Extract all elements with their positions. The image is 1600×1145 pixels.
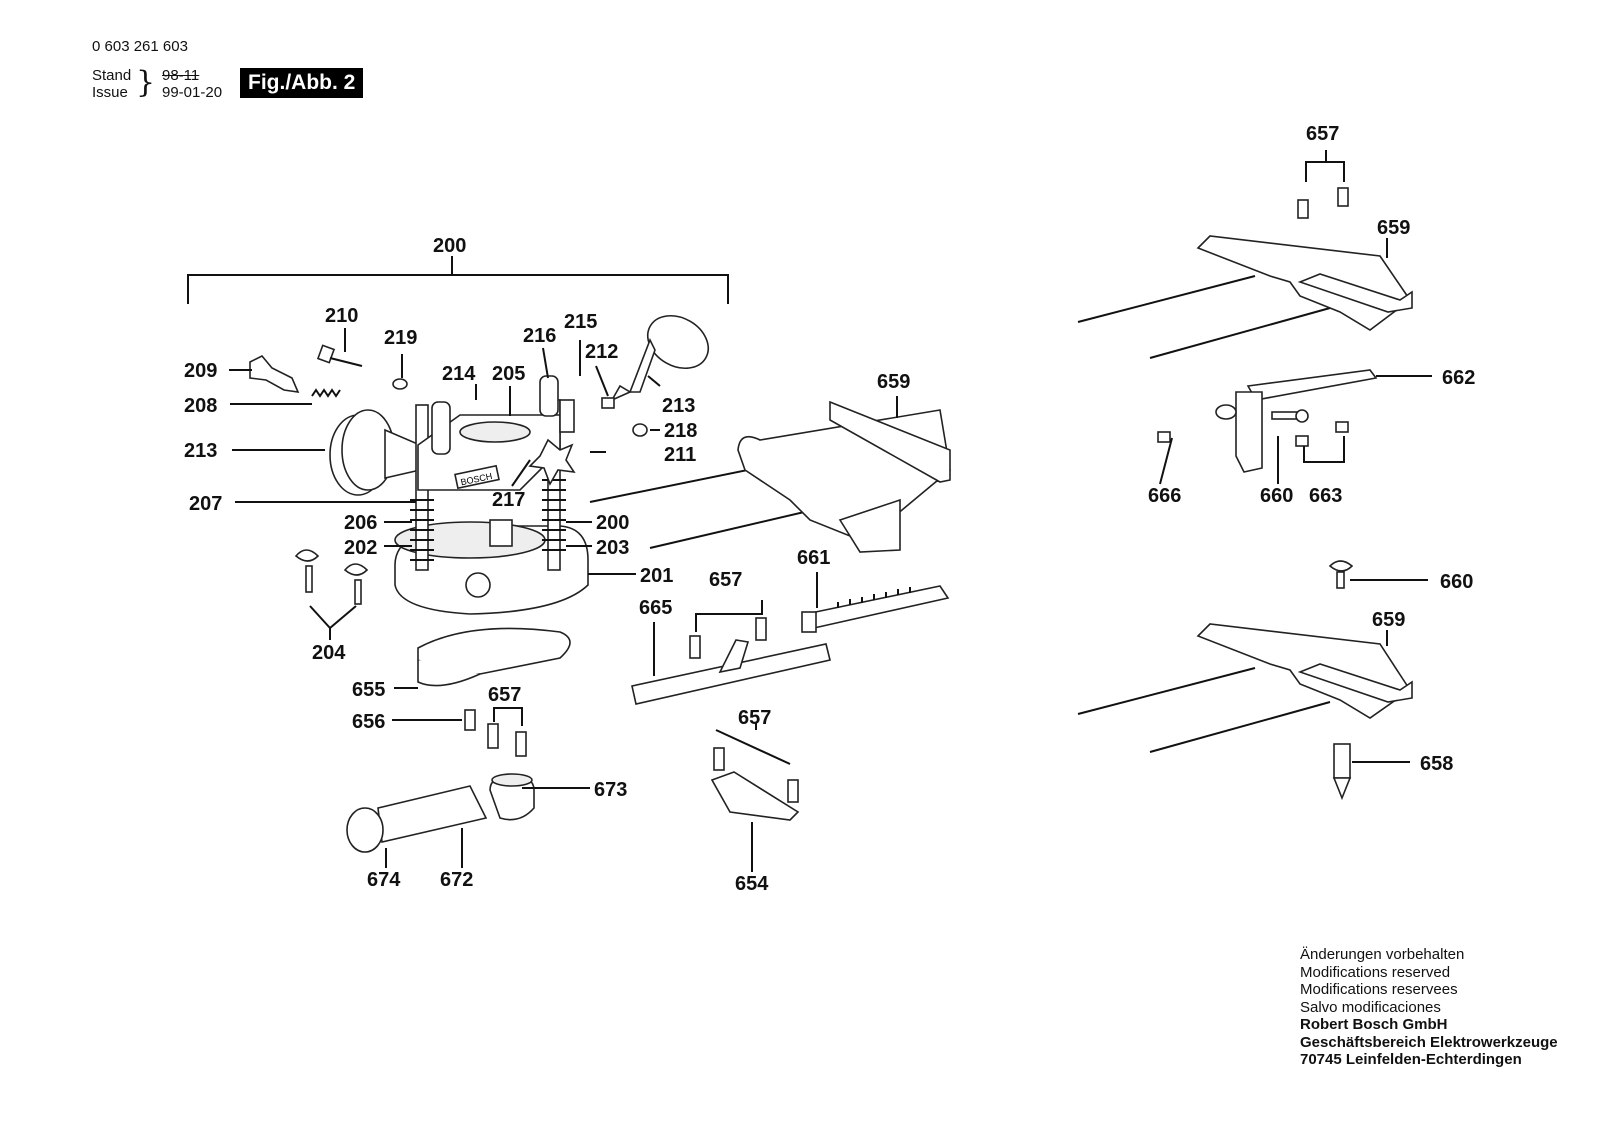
label-674: 674 bbox=[367, 869, 401, 891]
knob-213-left bbox=[329, 409, 421, 496]
bolt-660-top bbox=[1271, 409, 1309, 423]
washer-219 bbox=[392, 378, 408, 390]
centering-plate-654 bbox=[710, 747, 800, 821]
screw-656 bbox=[464, 709, 476, 731]
clamp-bracket-662 bbox=[1215, 369, 1378, 473]
label-219: 219 bbox=[384, 327, 417, 349]
nut-666 bbox=[1157, 431, 1171, 443]
stand-date: 98-11 bbox=[162, 67, 200, 84]
footer-line-de: Änderungen vorbehalten bbox=[1300, 946, 1465, 963]
footer-line-en: Modifications reserved bbox=[1300, 963, 1451, 981]
label-209: 209 bbox=[184, 360, 217, 382]
label-657-b: 657 bbox=[709, 569, 742, 591]
nuts-663 bbox=[1295, 421, 1349, 447]
group-bracket-200 bbox=[187, 256, 729, 304]
label-659-top-right: 659 bbox=[1377, 217, 1410, 239]
label-208: 208 bbox=[184, 395, 217, 417]
issue-date: 99-01-20 bbox=[162, 84, 223, 101]
label-657-d: 657 bbox=[1306, 123, 1339, 145]
label-672: 672 bbox=[440, 869, 473, 891]
label-660-bottom: 660 bbox=[1440, 571, 1473, 593]
label-659-mid: 659 bbox=[877, 371, 910, 393]
label-656: 656 bbox=[352, 711, 385, 733]
label-665: 665 bbox=[639, 597, 672, 619]
parallel-guide-659-top bbox=[1077, 187, 1413, 359]
brace-icon: } bbox=[136, 65, 156, 100]
label-655: 655 bbox=[352, 679, 385, 701]
screws-657-a bbox=[487, 723, 527, 757]
parallel-guide-659-bottom bbox=[1077, 623, 1413, 753]
label-211: 211 bbox=[664, 444, 696, 466]
label-217: 217 bbox=[492, 489, 525, 511]
washer-218 bbox=[632, 423, 648, 437]
label-673: 673 bbox=[594, 779, 627, 801]
label-663: 663 bbox=[1309, 485, 1342, 507]
screw-210 bbox=[316, 344, 363, 367]
label-205: 205 bbox=[492, 363, 525, 385]
label-657-c: 657 bbox=[738, 707, 771, 729]
label-659-bottom-right: 659 bbox=[1372, 609, 1405, 631]
pin-215 bbox=[559, 399, 575, 433]
label-661: 661 bbox=[797, 547, 830, 569]
knob-213-right bbox=[610, 314, 709, 402]
guide-rail-665 bbox=[631, 639, 831, 705]
screws-657-b bbox=[689, 617, 767, 659]
parallel-guide-659-mid bbox=[589, 400, 951, 553]
label-202: 202 bbox=[344, 537, 377, 559]
label-201: 201 bbox=[640, 565, 673, 587]
issue-label: Issue bbox=[92, 84, 128, 101]
footer-address: 70745 Leinfelden-Echterdingen bbox=[1300, 1051, 1522, 1068]
centre-pin-658 bbox=[1332, 743, 1352, 801]
label-206: 206 bbox=[344, 512, 377, 534]
hose-672 bbox=[377, 785, 488, 843]
label-213-right: 213 bbox=[662, 395, 695, 417]
label-200-top: 200 bbox=[433, 235, 466, 257]
label-210: 210 bbox=[325, 305, 358, 327]
label-658: 658 bbox=[1420, 753, 1453, 775]
label-666: 666 bbox=[1148, 485, 1181, 507]
part-labels: 200 210 219 216 215 212 209 214 205 213 … bbox=[184, 123, 1475, 895]
sleeve-214 bbox=[431, 401, 451, 455]
stand-label: Stand bbox=[92, 67, 132, 84]
nut-212 bbox=[601, 397, 615, 409]
footer-division: Geschäftsbereich Elektrowerkzeuge bbox=[1300, 1033, 1558, 1051]
spring-208 bbox=[311, 388, 341, 398]
label-654: 654 bbox=[735, 873, 769, 895]
wing-screws-204 bbox=[294, 549, 369, 605]
sleeve-216 bbox=[539, 375, 559, 417]
label-204: 204 bbox=[312, 642, 346, 664]
scale-bar-661 bbox=[801, 585, 950, 633]
label-214: 214 bbox=[442, 363, 476, 385]
label-213-left: 213 bbox=[184, 440, 217, 462]
star-knob-211 bbox=[528, 438, 576, 486]
label-215: 215 bbox=[564, 311, 597, 333]
label-200-mid: 200 bbox=[596, 512, 629, 534]
label-207: 207 bbox=[189, 493, 222, 515]
document-number: 0 603 261 603 bbox=[92, 38, 188, 55]
label-218: 218 bbox=[664, 420, 697, 442]
nozzle-674 bbox=[346, 807, 384, 853]
label-212: 212 bbox=[585, 341, 618, 363]
wing-screw-660-bottom bbox=[1328, 560, 1354, 589]
label-657-a: 657 bbox=[488, 684, 521, 706]
figure-title: Fig./Abb. 2 bbox=[240, 68, 364, 98]
label-203: 203 bbox=[596, 537, 629, 559]
label-662: 662 bbox=[1442, 367, 1475, 389]
footer-company: Robert Bosch GmbH bbox=[1300, 1016, 1448, 1033]
label-216: 216 bbox=[523, 325, 556, 347]
footer-line-fr: Modifications reservees bbox=[1300, 981, 1458, 998]
footer-line-es: Salvo modificaciones bbox=[1300, 998, 1441, 1016]
label-660-top: 660 bbox=[1260, 485, 1293, 507]
dust-adapter-673 bbox=[489, 773, 535, 821]
footer-notice: Änderungen vorbehalten Modifications res… bbox=[1300, 946, 1558, 1069]
chip-deflector-655 bbox=[417, 627, 571, 687]
wing-screw-209 bbox=[249, 355, 300, 393]
leader-lines bbox=[229, 150, 1432, 872]
